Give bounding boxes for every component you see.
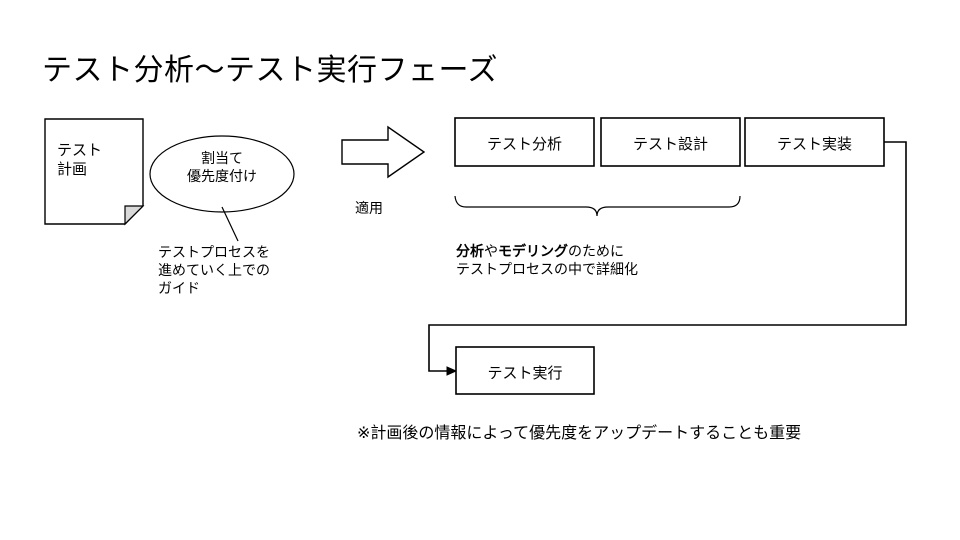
brace-note-tail: のために xyxy=(568,243,624,259)
feedback-connector-arrowhead xyxy=(446,366,458,376)
brace-note-bold-analysis: 分析 xyxy=(456,243,484,259)
guide-note-line1: テストプロセスを xyxy=(158,244,270,260)
test-plan-label-line1: テスト xyxy=(57,142,103,159)
brace-note-conj: や xyxy=(484,243,498,259)
ellipse-label-line1: 割当て xyxy=(201,150,243,166)
test-plan-document-shape xyxy=(44,118,145,226)
page-title: テスト分析～テスト実行フェーズ xyxy=(42,54,498,87)
process-box-test-design-label: テスト設計 xyxy=(632,136,708,153)
feedback-connector-line xyxy=(428,141,907,372)
process-box-test-analysis-label: テスト分析 xyxy=(486,136,562,153)
footer-note: ※計画後の情報によって優先度をアップデートすることも重要 xyxy=(357,425,802,442)
apply-block-arrow-icon xyxy=(341,125,426,179)
ellipse-leader-line xyxy=(221,206,239,242)
test-plan-document-label: テスト計画 xyxy=(57,141,102,179)
process-box-test-analysis xyxy=(454,117,595,167)
process-box-test-execution xyxy=(455,346,595,395)
process-box-test-execution-label: テスト実行 xyxy=(487,365,563,382)
test-plan-label-line2: 計画 xyxy=(57,161,88,179)
guide-note-line2: 進めていく上での xyxy=(158,261,270,278)
process-box-test-design xyxy=(600,117,741,167)
brace-annotation-note: 分析やモデリングのためにテストプロセスの中で詳細化 xyxy=(456,243,638,279)
guide-note-line3: ガイド xyxy=(158,279,200,296)
process-box-test-implementation-label: テスト実装 xyxy=(776,136,852,153)
apply-arrow-label: 適用 xyxy=(355,200,383,216)
guide-note: テストプロセスを進めていく上でのガイド xyxy=(158,244,270,298)
ellipse-label-line2: 優先度付け xyxy=(187,167,257,184)
brace-note-line2: テストプロセスの中で詳細化 xyxy=(456,260,638,277)
process-group-brace xyxy=(454,195,741,217)
document-fold-corner xyxy=(124,205,145,226)
brace-note-bold-modeling: モデリング xyxy=(498,243,568,259)
allocation-priority-ellipse-shape xyxy=(149,135,295,213)
allocation-priority-label: 割当て優先度付け xyxy=(161,150,283,186)
